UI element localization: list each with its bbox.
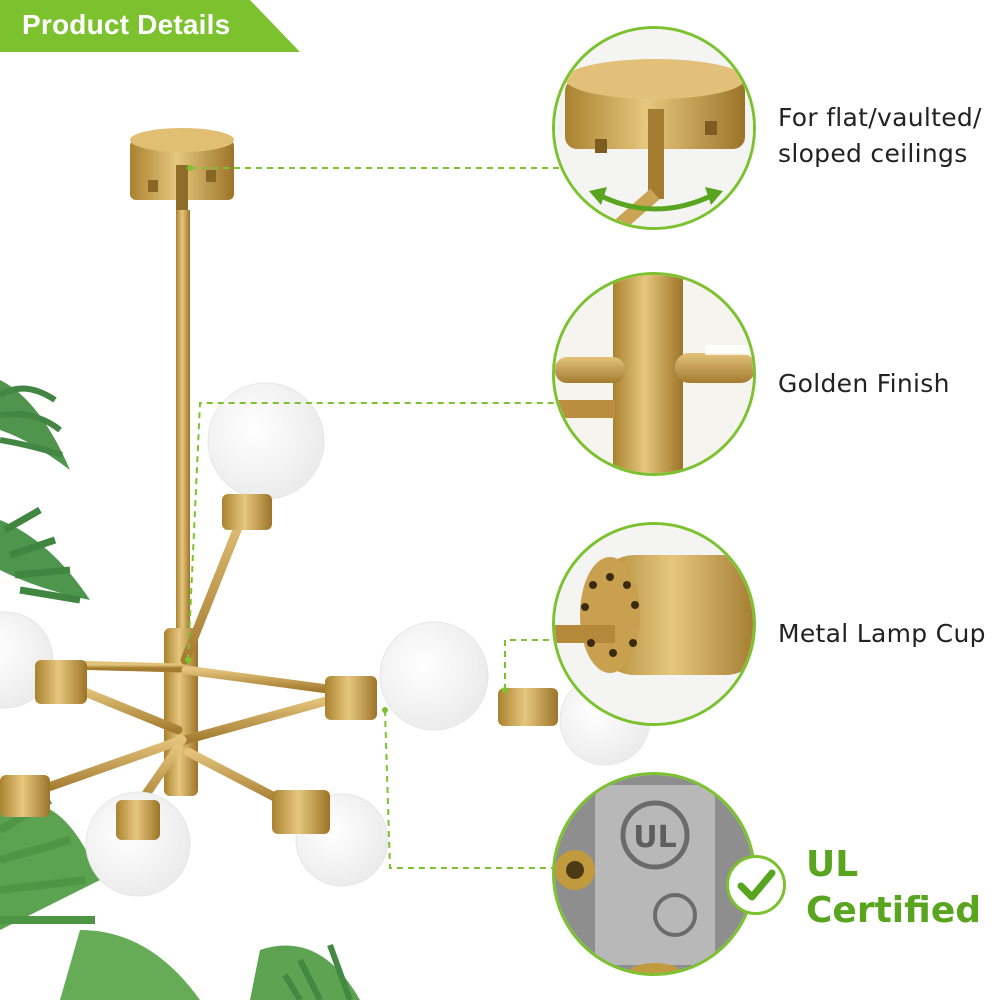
canopy-detail-circle <box>552 26 756 230</box>
feature-ul-label: UL Certified <box>806 842 981 934</box>
banner-title: Product Details <box>22 9 231 40</box>
finish-detail-circle <box>552 272 756 476</box>
feature-ceiling-label: For flat/vaulted/ sloped ceilings <box>778 100 982 172</box>
ceiling-canopy <box>130 128 234 215</box>
callout-lines <box>187 167 560 869</box>
feature-finish-label: Golden Finish <box>778 369 950 398</box>
feature-ul-line2: Certified <box>806 890 982 931</box>
svg-text:UL: UL <box>633 820 676 855</box>
feature-lampcup-label: Metal Lamp Cup <box>778 619 986 648</box>
bulbs <box>0 382 651 897</box>
check-icon <box>737 869 776 901</box>
lamp-cups <box>0 494 558 840</box>
product-details-banner <box>0 0 300 52</box>
check-badge <box>726 855 786 915</box>
feature-ceiling-line1: For flat/vaulted/ <box>778 103 982 132</box>
chandelier-arms <box>35 505 340 815</box>
lampcup-detail-circle <box>552 522 756 726</box>
rotate-arrows-icon <box>595 191 717 212</box>
feature-ul-line1: UL <box>806 844 859 885</box>
center-hub <box>164 628 198 796</box>
feature-ceiling-line2: sloped ceilings <box>778 139 968 168</box>
down-rod <box>176 210 190 640</box>
ul-detail-circle: UL <box>552 772 756 976</box>
leaves-decoration <box>0 380 360 1000</box>
